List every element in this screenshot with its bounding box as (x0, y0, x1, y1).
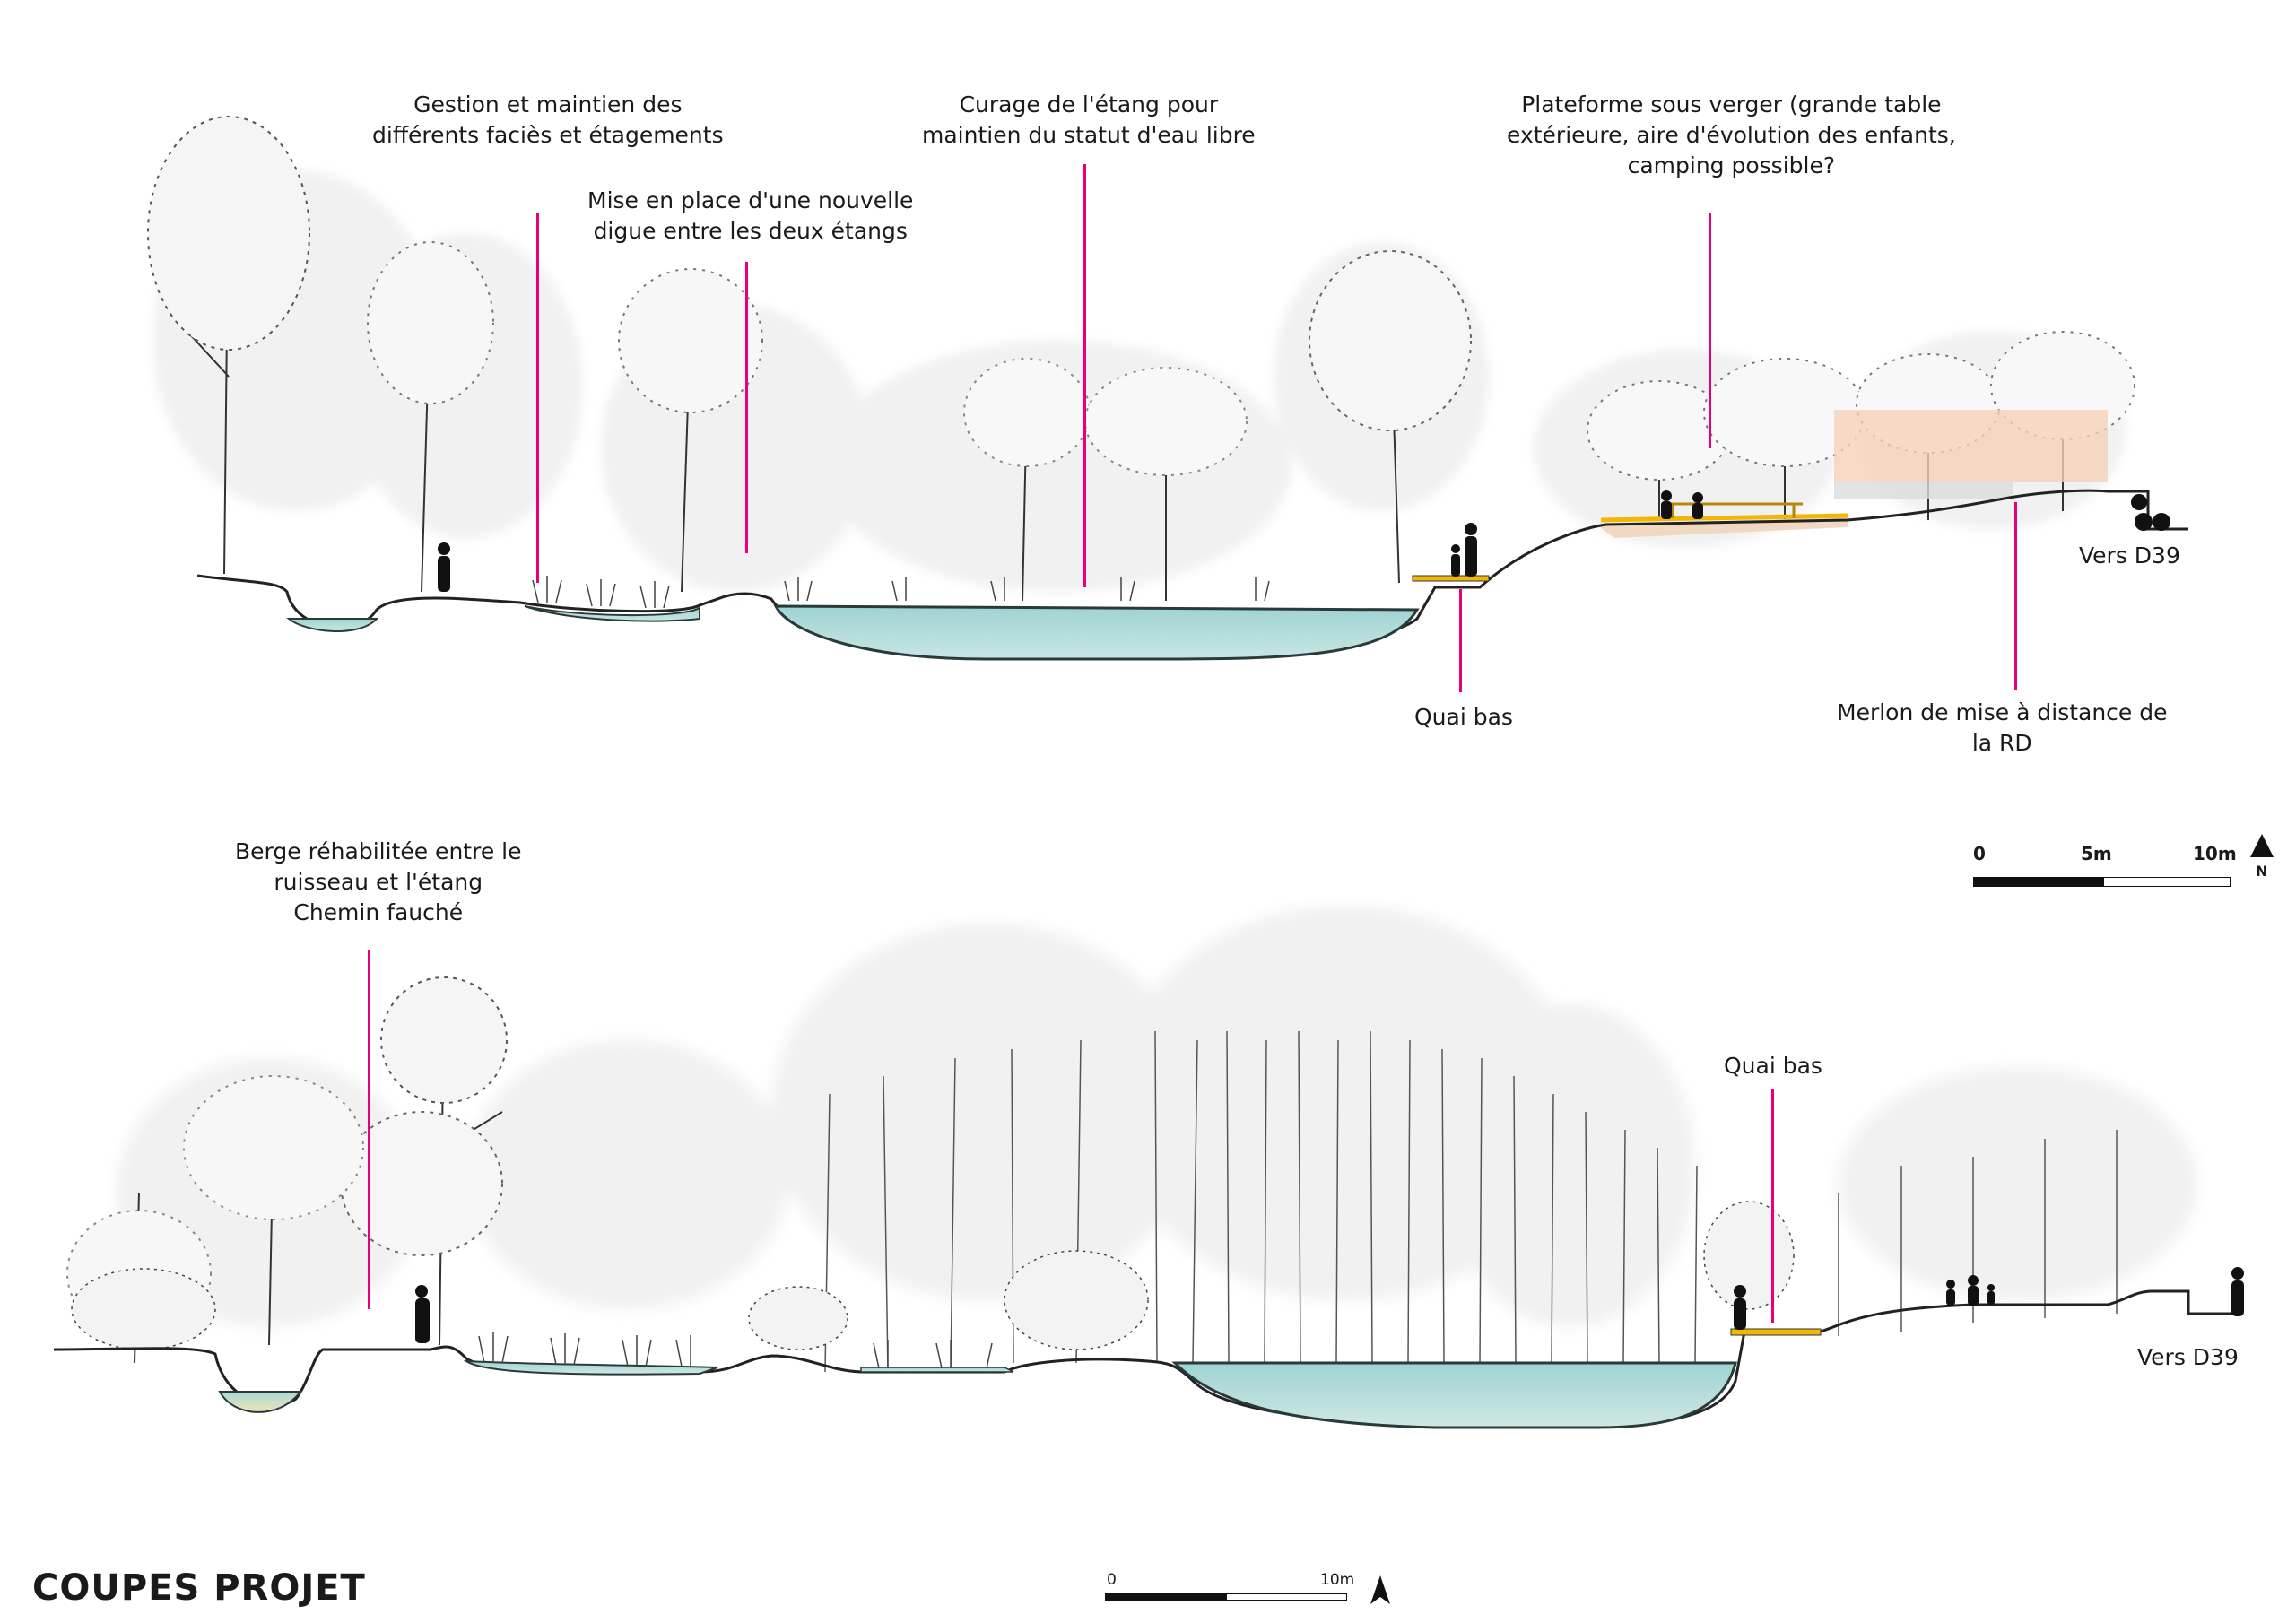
scale-tick-5m: 5m (2081, 843, 2112, 864)
scale-bottom-tick-0: 0 (1107, 1571, 1117, 1589)
trees-top (147, 116, 2135, 602)
water-pond-small (524, 605, 700, 622)
merlon-screen (1834, 410, 2108, 482)
section-bottom (0, 897, 2296, 1488)
leader-line-dike (745, 262, 748, 553)
reeds-bottom (478, 1332, 993, 1369)
annotation-low-quay-top: Quai bas (1414, 704, 1513, 730)
water-pond-main-bottom (1171, 1361, 1737, 1429)
low-quay-bottom (1730, 1328, 1822, 1336)
annotation-pond-dredging: Curage de l'étang pour maintien du statu… (922, 91, 1256, 148)
scale-bar-white (2103, 877, 2231, 887)
scale-bar-bottom: 0 10m (1105, 1571, 1374, 1616)
people-top (438, 490, 2170, 592)
annotation-new-dike: Mise en place d'une nouvelle digue entre… (587, 187, 914, 244)
water-pond-main-top (773, 604, 1420, 661)
annotation-vers-d39-top: Vers D39 (2079, 542, 2180, 568)
water-pond-small-bottom (463, 1359, 718, 1376)
leader-line-dredging (1083, 164, 1086, 587)
leader-line-quay-top (1459, 589, 1462, 692)
annotation-faciès-management: Gestion et maintien des différents faciè… (372, 91, 724, 148)
leader-line-merlon (2014, 502, 2017, 690)
scale-bottom-tick-10m: 10m (1320, 1571, 1355, 1589)
scale-bottom-white (1226, 1593, 1347, 1601)
orchard-table (1664, 502, 1803, 518)
page-title: COUPES PROJET (32, 1567, 366, 1609)
merlon-base (1834, 482, 2013, 499)
water-pond-small-bottom-2 (860, 1367, 1014, 1373)
annotation-orchard-platform: Plateforme sous verger (grande table ext… (1507, 91, 1956, 178)
annotation-vers-d39-bottom: Vers D39 (2137, 1344, 2239, 1370)
section-top (0, 0, 2296, 807)
reeds-top (532, 576, 1270, 609)
people-bottom (415, 1267, 2244, 1343)
annotation-low-quay-bottom: Quai bas (1724, 1053, 1822, 1079)
leader-line-quay-bottom (1771, 1089, 1774, 1323)
leader-line-bank (368, 950, 370, 1309)
north-label-right: N (2256, 863, 2268, 880)
annotation-rehabilitated-bank: Berge réhabilitée entre le ruisseau et l… (235, 838, 522, 925)
leader-line-faciès (536, 213, 539, 583)
water-stream-bottom (218, 1391, 303, 1413)
north-arrow-bottom-icon (1370, 1575, 1390, 1604)
orchard-deck (1600, 513, 1848, 523)
scale-bar-black (1973, 877, 2105, 887)
section-bottom-drawing (53, 906, 2244, 1429)
scale-bottom-black (1105, 1593, 1228, 1601)
scale-tick-0: 0 (1973, 843, 1986, 864)
section-top-drawing (147, 116, 2188, 661)
leader-line-platform (1709, 213, 1711, 448)
scale-bar-right: 0 5m 10m (1973, 843, 2242, 906)
shrubs-bottom (71, 1201, 1795, 1350)
scale-tick-10m: 10m (2193, 843, 2237, 864)
north-arrow-bottom (1369, 1574, 1392, 1606)
annotation-merlon: Merlon de mise à distance de la RD (1837, 699, 2168, 756)
north-arrow-icon (2250, 834, 2274, 857)
low-quay-top (1412, 575, 1490, 582)
tree-trunks-bottom (824, 1030, 2118, 1373)
water-stream-top (286, 618, 379, 632)
north-arrow-right: N (2248, 832, 2275, 886)
